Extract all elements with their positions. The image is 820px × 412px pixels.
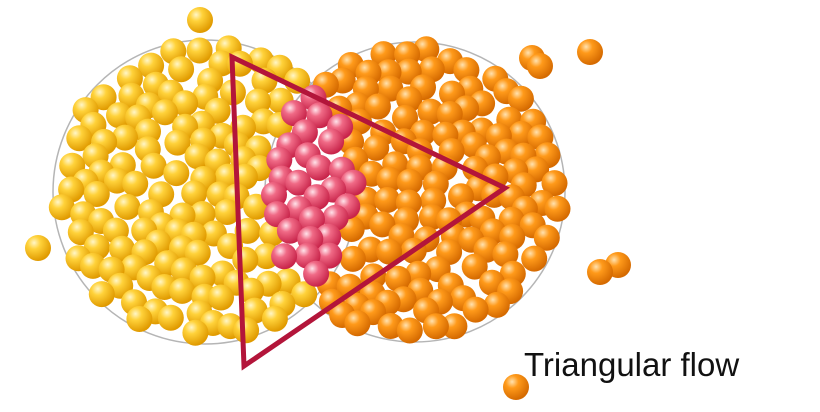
left-nucleon bbox=[187, 38, 213, 64]
overlap-nucleon bbox=[271, 243, 297, 269]
caption-triangular-flow: Triangular flow bbox=[524, 345, 739, 385]
left-nucleon bbox=[182, 320, 208, 346]
left-nucleon bbox=[262, 306, 288, 332]
left-nucleon bbox=[208, 285, 234, 311]
left-nucleon bbox=[233, 317, 259, 343]
left-nucleon bbox=[89, 281, 115, 307]
left-nucleon bbox=[114, 194, 140, 220]
overlap-nucleon bbox=[318, 129, 344, 155]
left-nucleon bbox=[187, 7, 213, 33]
right-nucleon bbox=[545, 196, 571, 222]
left-nucleon bbox=[169, 278, 195, 304]
left-nucleon bbox=[232, 247, 258, 273]
left-nucleon bbox=[25, 235, 51, 261]
left-nucleon bbox=[122, 171, 148, 197]
left-nucleon bbox=[163, 160, 189, 186]
right-nucleon bbox=[423, 313, 449, 339]
overlap-nucleon bbox=[303, 261, 329, 287]
right-nucleon bbox=[344, 310, 370, 336]
right-nucleon bbox=[521, 246, 547, 272]
right-nucleon bbox=[463, 297, 489, 323]
right-nucleon bbox=[340, 246, 366, 272]
right-nucleon bbox=[397, 318, 423, 344]
left-nucleon bbox=[158, 305, 184, 331]
right-nucleon bbox=[527, 53, 553, 79]
right-nucleon bbox=[577, 39, 603, 65]
left-nucleon bbox=[168, 56, 194, 82]
right-nucleon bbox=[587, 259, 613, 285]
left-nucleon bbox=[126, 306, 152, 332]
